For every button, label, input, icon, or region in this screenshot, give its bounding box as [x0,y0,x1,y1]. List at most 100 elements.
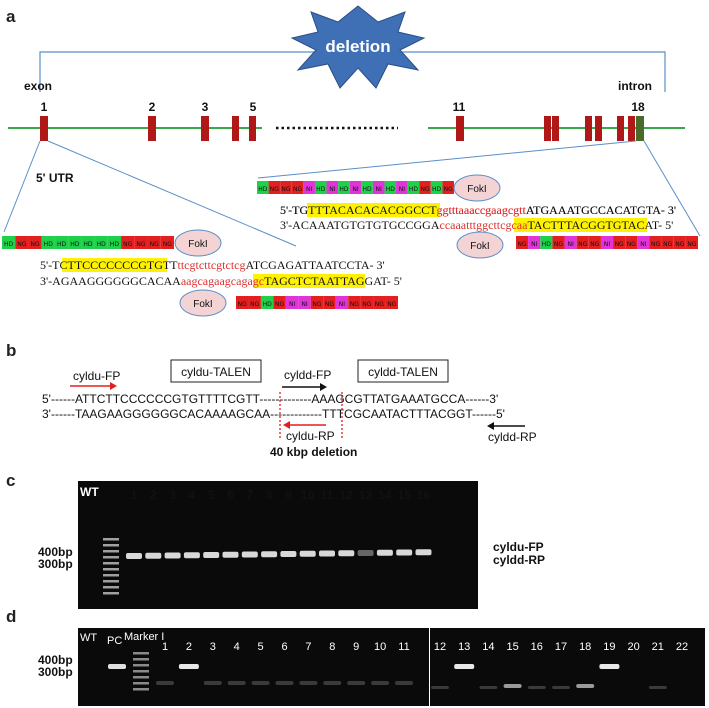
rvd-unit-label: NI [339,301,345,308]
rvd-unit [588,236,601,249]
rvd-unit-label: HD [386,186,396,193]
gel-d-lane-label: 6 [281,641,287,653]
gel-d-lane-label: 2 [186,641,192,653]
gel-d-lane-label: 13 [458,641,470,653]
rvd-unit [552,236,565,249]
seq-b-bottom: 3'------TAAGAAGGGGGGCACAAAAGCAA---------… [42,407,505,421]
gel-d-band [395,681,413,685]
rvd-unit [260,296,274,309]
rvd-unit-label: NG [238,301,247,308]
gel-d-lane-label: 17 [555,641,567,653]
gel-d-lane-label: 19 [603,641,615,653]
gel-c-lane-label: 10 [301,488,315,502]
gel-d-lane-label: 8 [329,641,335,653]
rvd-unit [268,181,281,194]
gel-d-ladder-band [133,676,149,679]
gel-c-wt-label: WT [80,485,99,499]
seq-left-line2-highlight [253,274,365,288]
rvd-unit [121,236,135,249]
gel-d-band [371,681,390,685]
cyldu-fp-arrowhead [110,382,117,390]
rvd-unit [28,236,42,249]
exon-label: exon [24,79,52,93]
gel-c-300bp: 300bp [38,557,73,571]
rvd-unit [310,296,324,309]
gel-d-band [347,681,366,685]
gel-c-lane-label: 11 [321,488,334,502]
rvd-unit-label: NG [281,186,290,193]
gel-d-band [323,681,342,685]
rvd-unit [335,296,349,309]
rvd-unit-label: HD [97,241,107,248]
utr-label: 5' UTR [36,171,74,185]
gel-d-ladder [133,652,149,691]
rvd-unit [661,236,674,249]
rvd-unit [285,296,299,309]
rvd-unit [298,296,311,309]
gel-d-ladder-band [133,658,149,661]
rvd-unit-label: NG [663,241,672,248]
rvd-unit-label: NG [350,301,359,308]
cyldd-fp-arrowhead [320,383,327,391]
gel-c-lane-label: 3 [169,488,176,502]
gel-d-ladder-band [133,670,149,673]
rvd-unit-label: NG [270,186,279,193]
rvd-unit-label: NI [567,241,573,248]
rvd-unit [372,181,385,194]
gel-d-band [552,686,570,689]
rvd-unit-label: NG [31,241,40,248]
rvd-unit [576,236,589,249]
gel-d-band [251,681,270,685]
gel-c-band [357,550,374,556]
gel-c-band [299,550,316,557]
rvd-unit [236,296,249,309]
rvd-unit-label: HD [542,241,552,248]
intron-label: intron [618,79,652,93]
rvd-unit-label: NG [687,241,696,248]
rvd-unit [564,236,577,249]
rvd-unit-label: NI [329,186,335,193]
panel-d-letter: d [6,607,16,626]
rvd-unit [314,181,327,194]
gel-c-band [415,549,432,556]
rvd-unit-label: NG [651,241,660,248]
foki-right-top [453,174,501,202]
gel-d-400bp: 400bp [38,653,73,667]
gel-d-ladder-band [133,652,149,655]
cyldu-rp-label: cyldu-RP [286,429,335,443]
rvd-unit-label: NG [325,301,334,308]
rvd-unit [673,236,686,249]
rvd-unit-label: NI [531,241,537,248]
gel-c-lane-label: 12 [340,488,354,502]
gel-d-lane-label: 15 [506,641,518,653]
rvd-unit-label: NG [136,241,145,248]
rvd-unit-label: NI [399,186,405,193]
gel-d-band [431,686,449,689]
gel-c-ladder-band [103,550,119,553]
foki-left-bottom-label: FokI [193,299,212,310]
rvd-unit [257,181,269,194]
gel-d-wt-label: WT [80,632,97,644]
rvd-unit-label: NG [150,241,159,248]
gel-c-band [319,550,335,557]
rvd-unit [323,296,336,309]
panel-c-letter: c [6,471,15,490]
cyldd-talen-box [357,359,449,383]
gel-c-lane-label: 6 [227,488,234,502]
rvd-unit [373,296,386,309]
gel-d-ladder-band [133,688,149,691]
gel-c-band [261,551,278,558]
gel-d-band [275,681,294,685]
rvd-unit-label: HD [363,186,373,193]
rvd-unit-label: NG [578,241,587,248]
gel-c-lane-label: 5 [208,488,215,502]
gel-d-lane-label: 22 [676,641,688,653]
gel-c-ladder [103,538,119,595]
exon-number-3: 3 [202,100,209,114]
gel-c-band [376,549,393,556]
